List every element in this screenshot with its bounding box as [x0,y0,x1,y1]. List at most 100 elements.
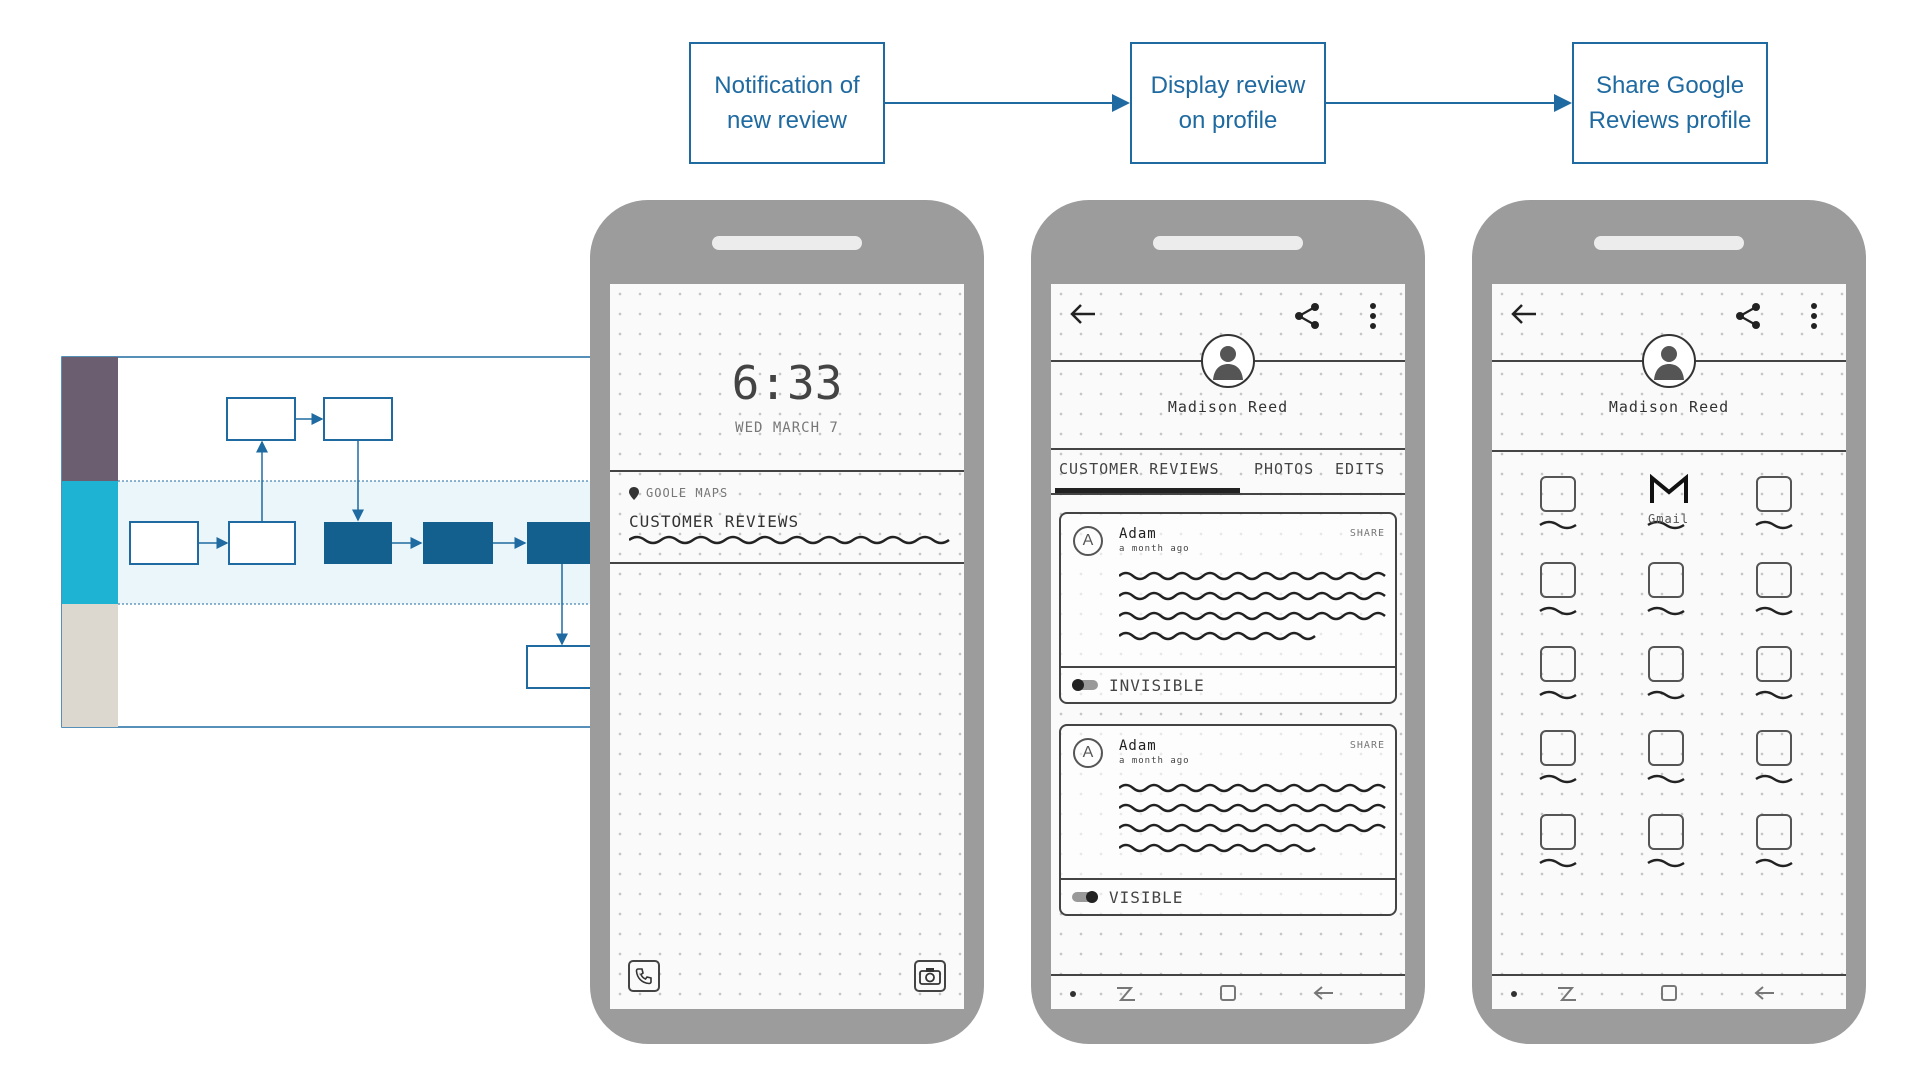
more-vert-icon[interactable] [1810,302,1818,330]
nav-recents-icon[interactable] [1558,987,1576,1001]
flow-step-display-review: Display review on profile [1130,42,1326,164]
phone-speaker [712,236,862,250]
visibility-status: VISIBLE [1109,888,1184,907]
profile-name: Madison Reed [1167,398,1289,416]
review-share-button[interactable]: SHARE [1349,528,1385,539]
visibility-toggle-on[interactable] [1071,890,1099,904]
notification-title[interactable]: CUSTOMER REVIEWS [629,512,800,531]
divider [1051,448,1405,450]
avatar [1201,334,1255,388]
share-app-label-scribble [1755,774,1793,784]
phone-speaker [1594,236,1744,250]
share-app-label-scribble [1647,858,1685,868]
share-app-tile[interactable] [1540,730,1576,766]
visibility-toggle-off[interactable] [1071,678,1099,692]
nav-back-icon[interactable] [1313,986,1333,1000]
flow-step-label: Notification of new review [714,72,860,134]
camera-shortcut-button[interactable] [914,960,946,992]
share-app-tile[interactable] [1540,814,1576,850]
lock-clock: 6:33 [731,356,843,410]
share-app-tile[interactable] [1756,476,1792,512]
share-app-label-scribble [1755,690,1793,700]
share-app-tile[interactable] [1756,730,1792,766]
active-tab-indicator [1055,488,1240,493]
divider [1051,493,1405,495]
phone-shortcut-button[interactable] [628,960,660,992]
share-app-tile[interactable] [1648,646,1684,682]
share-app-tile[interactable] [1540,646,1576,682]
share-app-tile[interactable] [1756,562,1792,598]
nav-home-icon[interactable] [1220,985,1236,1001]
reviewer-name: Adam [1119,526,1157,542]
process-box [323,397,393,441]
lock-date: WED MARCH 7 [735,420,839,436]
lane-band-2 [62,481,118,604]
divider [610,562,964,564]
share-app-label-scribble [1647,520,1685,530]
share-app-label-scribble [1539,606,1577,616]
notification-app-name: GOOLE MAPS [646,486,729,500]
process-box-filled [527,522,600,564]
process-box-filled [423,522,493,564]
phone-speaker [1153,236,1303,250]
share-app-label-scribble [1755,520,1793,530]
android-nav-bar [1070,985,1333,1001]
review-time: a month ago [1119,756,1190,766]
phone-profile-reviews: Madison Reed CUSTOMER REVIEWS PHOTOS EDI… [1031,200,1425,1044]
avatar [1642,334,1696,388]
review-card: A Adam a month ago SHARE INVISIBLE [1059,512,1397,704]
nav-dot-icon [1070,991,1076,997]
tab-customer-reviews[interactable]: CUSTOMER REVIEWS [1059,460,1220,478]
phone-screen: 6:33 WED MARCH 7 GOOLE MAPS CUSTOMER REV… [610,284,964,1009]
process-box-filled [324,522,392,564]
more-vert-icon[interactable] [1369,302,1377,330]
profile-name: Madison Reed [1608,398,1730,416]
process-box [228,521,296,565]
lane-band-3 [62,604,118,727]
map-pin-icon [629,487,639,500]
review-text-scribble [1119,783,1386,853]
swimlane-diagram [61,356,600,728]
visibility-status: INVISIBLE [1109,676,1205,695]
share-app-label-scribble [1647,774,1685,784]
divider [1492,974,1846,976]
tab-photos[interactable]: PHOTOS [1254,460,1315,478]
share-app-label-scribble [1755,858,1793,868]
nav-back-icon[interactable] [1754,986,1774,1000]
share-app-label-scribble [1539,690,1577,700]
android-nav-bar [1511,985,1774,1001]
reviewer-avatar: A [1073,738,1103,768]
phone-screen: Madison Reed Gmail [1492,284,1846,1009]
divider [1061,878,1395,880]
gmail-icon[interactable] [1649,474,1689,506]
flow-arrows [885,94,1572,112]
process-box [226,397,296,441]
share-app-tile[interactable] [1756,646,1792,682]
phone-icon [635,968,652,985]
back-arrow-icon[interactable] [1069,302,1097,326]
share-app-tile[interactable] [1540,476,1576,512]
flow-step-share-profile: Share Google Reviews profile [1572,42,1768,164]
share-app-tile[interactable] [1648,814,1684,850]
reviewer-avatar: A [1073,526,1103,556]
share-app-tile[interactable] [1648,730,1684,766]
share-app-tile[interactable] [1756,814,1792,850]
nav-recents-icon[interactable] [1117,987,1135,1001]
divider [610,470,964,472]
share-app-tile[interactable] [1648,562,1684,598]
back-arrow-icon[interactable] [1510,302,1538,326]
camera-icon [919,968,941,985]
divider [1051,974,1405,976]
share-icon[interactable] [1734,302,1762,330]
lane-band-1 [62,357,118,481]
share-icon[interactable] [1293,302,1321,330]
nav-home-icon[interactable] [1661,985,1677,1001]
review-text-scribble [1119,571,1386,641]
tab-edits[interactable]: EDITS [1335,460,1386,478]
share-app-tile[interactable] [1540,562,1576,598]
review-time: a month ago [1119,544,1190,554]
divider [1061,666,1395,668]
flow-step-label: Share Google Reviews profile [1588,72,1752,134]
review-share-button[interactable]: SHARE [1349,740,1385,751]
phone-screen: Madison Reed CUSTOMER REVIEWS PHOTOS EDI… [1051,284,1405,1009]
